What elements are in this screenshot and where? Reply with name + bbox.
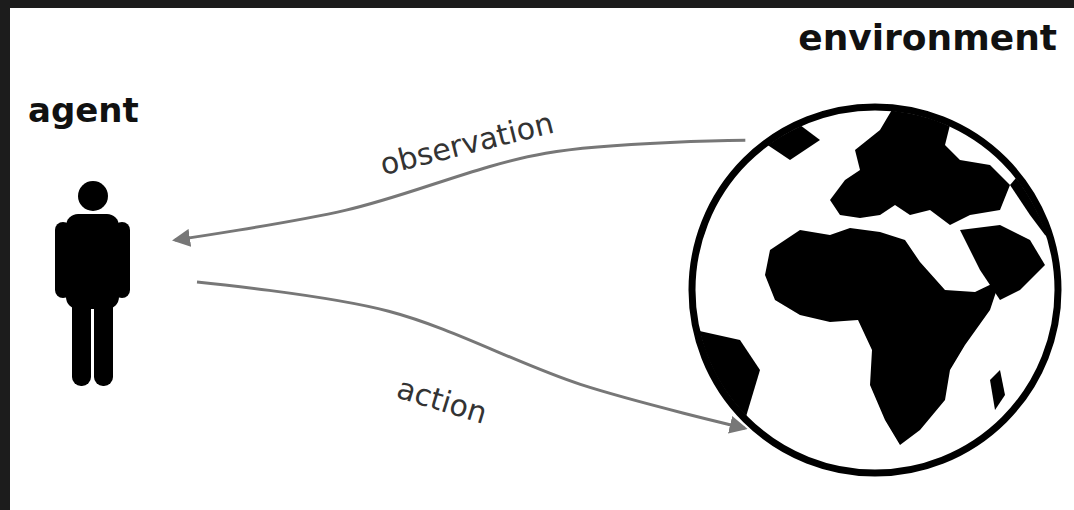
arabia: [960, 225, 1045, 300]
person-leg: [72, 290, 91, 386]
environment-node: environment: [688, 15, 1065, 475]
agent-node: agent: [20, 88, 170, 393]
africa: [765, 228, 1000, 445]
south-america: [695, 330, 760, 440]
edge-label: action: [391, 369, 493, 431]
person-arm: [55, 222, 71, 298]
greenland: [760, 125, 820, 160]
node-heading: agent: [28, 90, 139, 130]
node-heading: environment: [798, 17, 1057, 58]
person-leg: [94, 290, 113, 386]
edge-label: observation: [375, 104, 560, 182]
europe: [830, 100, 1010, 225]
person-arm: [114, 222, 130, 298]
continents: [695, 100, 1070, 445]
madagascar: [990, 370, 1005, 410]
person-head: [78, 181, 108, 211]
